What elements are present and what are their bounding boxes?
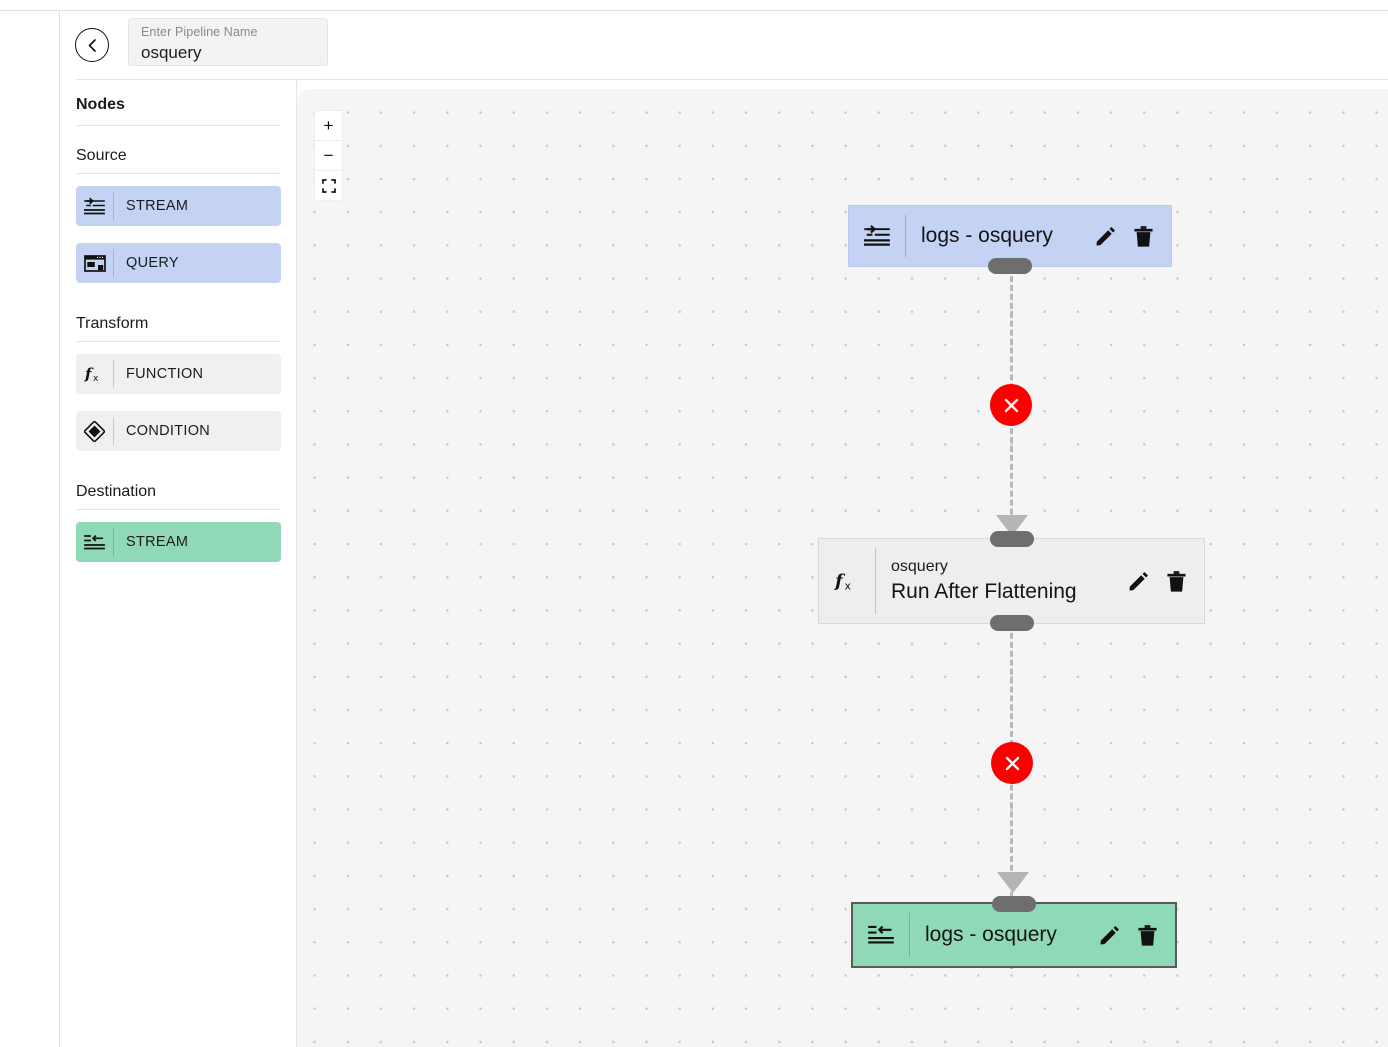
stream-in-icon (76, 186, 113, 226)
zoom-out-icon: − (323, 146, 334, 165)
node-actions (1086, 206, 1171, 266)
edge-arrow-head (997, 872, 1029, 893)
fit-view-icon (321, 178, 336, 193)
node-target-handle[interactable] (989, 531, 1034, 547)
node-separator (909, 913, 910, 957)
palette-item-label: FUNCTION (126, 366, 204, 382)
node-actions (1119, 539, 1204, 623)
sql-query-icon (76, 243, 113, 283)
flow-node-destination-stream[interactable]: logs - osquery (851, 896, 1177, 968)
palette-group-source: Source STREAM (76, 145, 281, 300)
flow-node-source-stream[interactable]: logs - osquery (848, 205, 1172, 274)
node-separator (905, 215, 906, 257)
palette-item-source-query[interactable]: QUERY (76, 243, 281, 283)
palette-item-separator (113, 417, 114, 445)
palette-item-transform-condition[interactable]: CONDITION (76, 411, 281, 451)
header-divider (76, 79, 1388, 80)
edit-pencil-icon[interactable] (1094, 225, 1117, 248)
svg-text:f: f (84, 365, 94, 383)
header-bar: Enter Pipeline Name osquery (60, 11, 1388, 79)
edit-pencil-icon[interactable] (1127, 570, 1150, 593)
group-title-source: Source (76, 147, 127, 164)
group-title-transform: Transform (76, 315, 149, 332)
delete-trash-icon[interactable] (1137, 924, 1158, 947)
node-title: logs - osquery (921, 224, 1053, 247)
palette-title-divider (76, 125, 281, 126)
palette-item-label: CONDITION (126, 423, 211, 439)
zoom-in-icon: + (323, 116, 334, 135)
palette-item-label: STREAM (126, 198, 189, 214)
node-body: logs - osquery (906, 206, 1086, 266)
left-rail (0, 11, 60, 1047)
zoom-in-button[interactable]: + (315, 111, 342, 141)
pipeline-name-value: osquery (141, 43, 202, 62)
zoom-out-button[interactable]: − (315, 141, 342, 171)
node-source-handle[interactable] (989, 615, 1034, 631)
palette-group-transform: Transform f x FUNCTION (76, 313, 281, 468)
pipeline-name-input[interactable]: Enter Pipeline Name osquery (128, 18, 328, 66)
svg-text:x: x (93, 374, 99, 384)
edge-delete-button[interactable] (990, 384, 1032, 426)
flow-canvas[interactable]: + − (297, 89, 1388, 1047)
group-divider-source (76, 173, 281, 174)
function-fx-icon: f x (819, 539, 875, 623)
top-divider (0, 10, 1388, 11)
palette-item-destination-stream[interactable]: STREAM (76, 522, 281, 562)
flow-node-function-transform[interactable]: f x osquery Run After Flattening (818, 531, 1205, 631)
palette-item-source-stream[interactable]: STREAM (76, 186, 281, 226)
svg-text:x: x (845, 579, 851, 592)
delete-trash-icon[interactable] (1166, 570, 1187, 593)
node-target-handle[interactable] (992, 896, 1036, 912)
condition-diamond-icon (76, 411, 113, 451)
stream-out-icon (853, 904, 909, 966)
function-fx-icon: f x (76, 354, 113, 394)
pipeline-name-label: Enter Pipeline Name (141, 25, 258, 39)
node-separator (875, 548, 876, 614)
stream-in-icon (849, 206, 905, 266)
close-icon (1004, 398, 1018, 412)
node-actions (1090, 904, 1175, 966)
edge-arrow-head (995, 515, 1028, 536)
close-icon (1005, 756, 1019, 770)
node-subtitle: osquery (891, 558, 948, 575)
palette-item-separator (113, 360, 114, 388)
group-divider-destination (76, 509, 281, 510)
edit-pencil-icon[interactable] (1098, 924, 1121, 947)
edge-delete-button[interactable] (991, 742, 1033, 784)
edge-source-to-function[interactable] (1010, 267, 1013, 613)
node-title: Run After Flattening (891, 580, 1077, 603)
node-title: logs - osquery (925, 923, 1057, 946)
palette-item-label: STREAM (126, 534, 189, 550)
nodes-palette-sidebar: Nodes Source STREAM (60, 80, 297, 1047)
delete-trash-icon[interactable] (1133, 225, 1154, 248)
palette-item-label: QUERY (126, 255, 179, 271)
fit-view-button[interactable] (315, 171, 342, 200)
group-title-destination: Destination (76, 483, 157, 500)
back-button[interactable] (75, 28, 109, 62)
palette-item-separator (113, 249, 114, 277)
node-body: logs - osquery (910, 904, 1090, 966)
edge-function-to-destination[interactable] (1010, 624, 1013, 969)
chevron-left-icon (88, 38, 96, 52)
group-divider-transform (76, 341, 281, 342)
palette-title: Nodes (76, 96, 125, 113)
zoom-controls: + − (314, 110, 343, 201)
palette-item-transform-function[interactable]: f x FUNCTION (76, 354, 281, 394)
palette-group-destination: Destination STREAM (76, 481, 281, 579)
palette-item-separator (113, 192, 114, 220)
node-source-handle[interactable] (988, 258, 1032, 274)
stream-out-icon (76, 522, 113, 562)
node-body: osquery Run After Flattening (876, 539, 1119, 623)
palette-item-separator (113, 528, 114, 556)
